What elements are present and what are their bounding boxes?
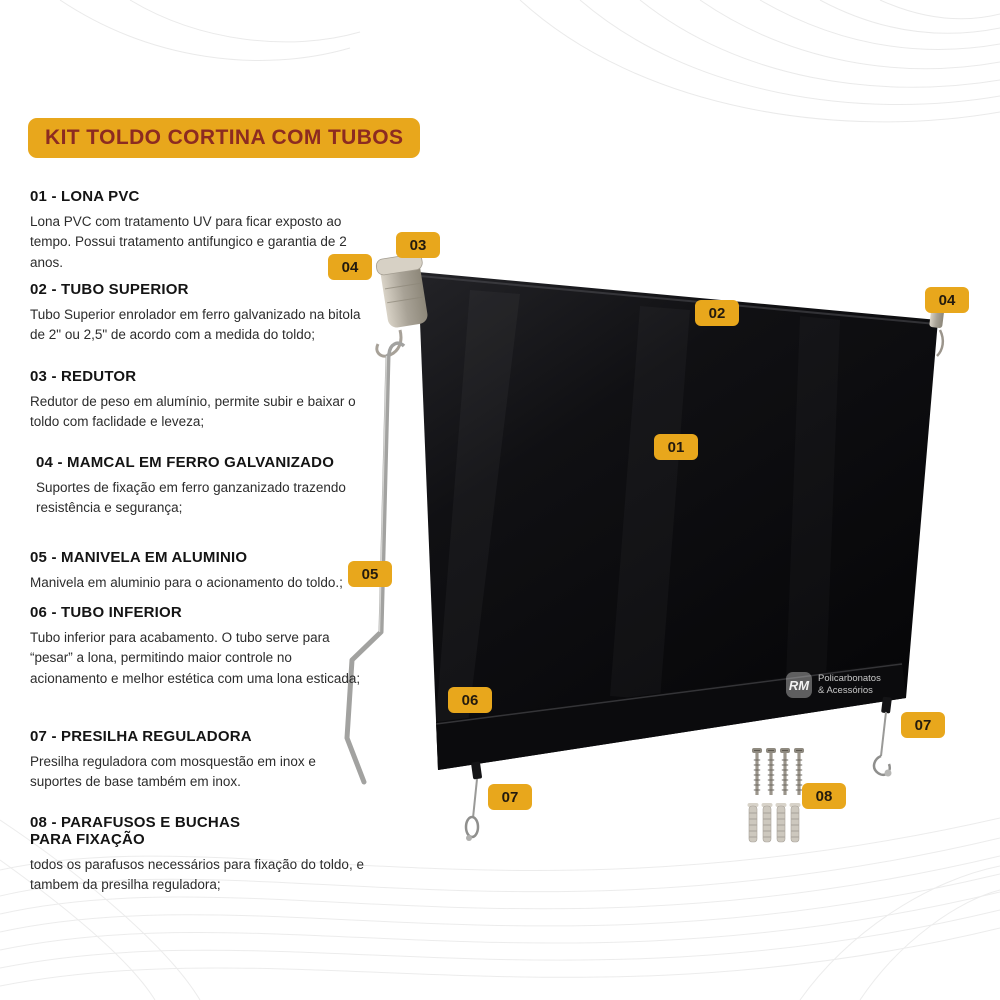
part-item-06: 06 - TUBO INFERIOR Tubo inferior para ac… bbox=[30, 604, 368, 689]
part-item-01: 01 - LONA PVC Lona PVC com tratamento UV… bbox=[30, 188, 368, 273]
part-item-02: 02 - TUBO SUPERIOR Tubo Superior enrolad… bbox=[30, 281, 368, 346]
part-item-07: 07 - PRESILHA REGULADORA Presilha regula… bbox=[30, 728, 368, 793]
parafusos bbox=[751, 747, 805, 796]
part-description: Tubo Superior enrolador em ferro galvani… bbox=[30, 307, 361, 343]
brand-line1: Policarbonatos bbox=[818, 673, 881, 685]
redutor-tubo-superior bbox=[375, 253, 428, 358]
part-heading: 06 - TUBO INFERIOR bbox=[30, 604, 182, 621]
part-badge-06: 06 bbox=[448, 687, 492, 713]
presilha-direita bbox=[872, 696, 892, 777]
presilha-esquerda bbox=[464, 761, 482, 841]
part-heading: 02 - TUBO SUPERIOR bbox=[30, 281, 189, 298]
part-badge-07-right: 07 bbox=[901, 712, 945, 738]
brand-line2: & Acessórios bbox=[818, 685, 873, 696]
part-heading: 07 - PRESILHA REGULADORA bbox=[30, 728, 252, 745]
part-heading: 08 - PARAFUSOS E BUCHAS PARA FIXAÇÃO bbox=[30, 814, 241, 848]
part-badge-08: 08 bbox=[802, 783, 846, 809]
page-title: KIT TOLDO CORTINA COM TUBOS bbox=[45, 126, 404, 149]
part-badge-05: 05 bbox=[348, 561, 392, 587]
part-heading: 03 - REDUTOR bbox=[30, 368, 137, 385]
part-item-03: 03 - REDUTOR Redutor de peso em alumínio… bbox=[30, 368, 368, 433]
brand-watermark: RM Policarbonatos & Acessórios bbox=[786, 672, 881, 698]
brand-name: Policarbonatos & Acessórios bbox=[818, 673, 881, 697]
part-badge-03: 03 bbox=[396, 232, 440, 258]
tubo-inferior bbox=[435, 662, 906, 770]
part-badge-07-left: 07 bbox=[488, 784, 532, 810]
part-item-04: 04 - MAMCAL EM FERRO GALVANIZADO Suporte… bbox=[36, 454, 374, 519]
part-description: todos os parafusos necessários para fixa… bbox=[30, 857, 364, 893]
part-heading: 04 - MAMCAL EM FERRO GALVANIZADO bbox=[36, 454, 335, 471]
part-description: Manivela em aluminio para o acionamento … bbox=[30, 575, 343, 590]
lona-pvc-canvas bbox=[418, 272, 938, 770]
part-item-08: 08 - PARAFUSOS E BUCHAS PARA FIXAÇÃO tod… bbox=[30, 814, 368, 896]
buchas bbox=[747, 802, 801, 843]
part-badge-04-right: 04 bbox=[925, 287, 969, 313]
part-description: Suportes de fixação em ferro ganzanizado… bbox=[36, 480, 346, 516]
brand-logo: RM bbox=[786, 672, 812, 698]
part-description: Tubo inferior para acabamento. O tubo se… bbox=[30, 630, 361, 686]
part-heading: 01 - LONA PVC bbox=[30, 188, 140, 205]
part-badge-01: 01 bbox=[654, 434, 698, 460]
part-item-05: 05 - MANIVELA EM ALUMINIO Manivela em al… bbox=[30, 549, 368, 593]
part-description: Lona PVC com tratamento UV para ficar ex… bbox=[30, 214, 347, 270]
part-badge-04-left: 04 bbox=[328, 254, 372, 280]
part-description: Redutor de peso em alumínio, permite sub… bbox=[30, 394, 356, 430]
part-badge-02: 02 bbox=[695, 300, 739, 326]
part-description: Presilha reguladora com mosquestão em in… bbox=[30, 754, 316, 790]
part-heading: 05 - MANIVELA EM ALUMINIO bbox=[30, 549, 248, 566]
title-banner: KIT TOLDO CORTINA COM TUBOS bbox=[28, 118, 421, 158]
